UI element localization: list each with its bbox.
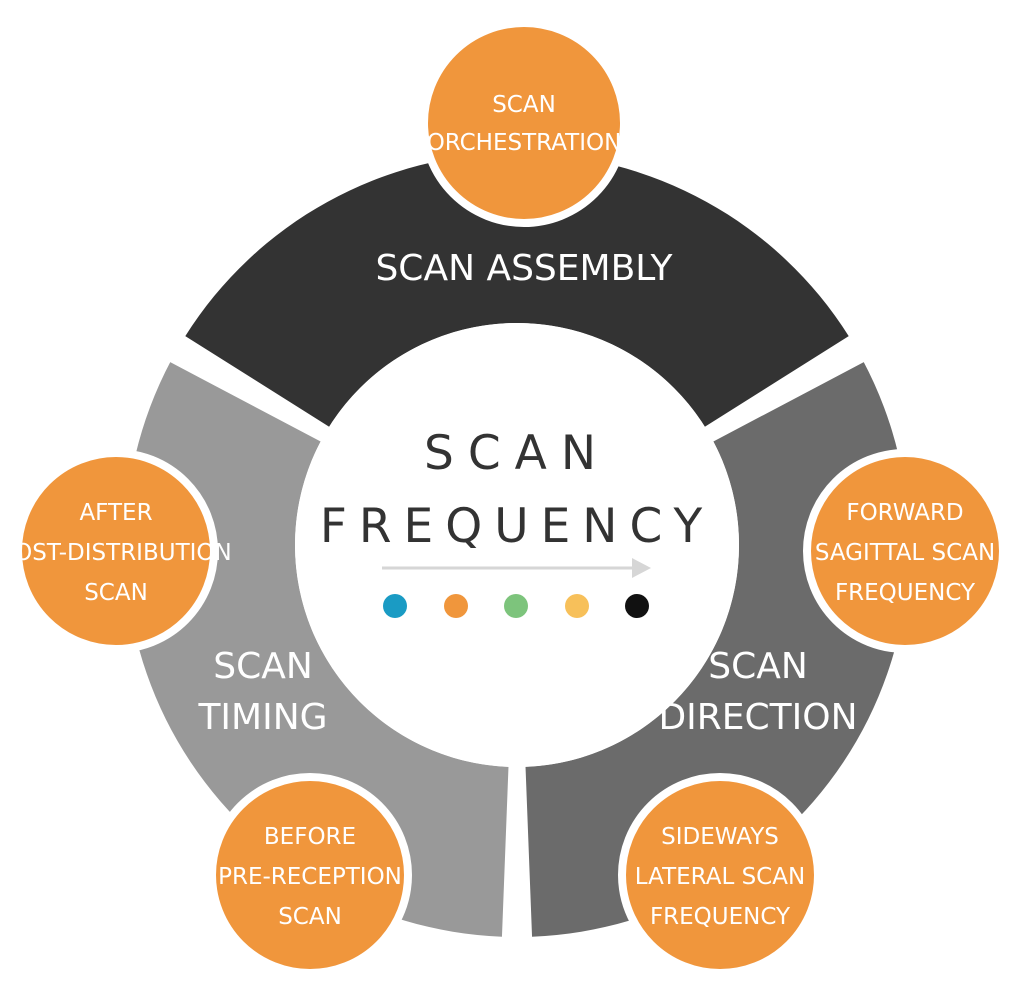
node-scan-orchestration: SCAN ORCHESTRATION: [420, 19, 628, 227]
dot-orange: [444, 594, 468, 618]
node-label: SCAN: [492, 92, 556, 118]
dot-blue: [383, 594, 407, 618]
node-label: POST-DISTRIBUTION: [0, 540, 231, 566]
node-label: PRE-RECEPTION: [218, 864, 402, 890]
arrow-head-icon: [632, 558, 651, 578]
node-label: SCAN: [278, 904, 342, 930]
node-after-post-distribution-scan: AFTER POST-DISTRIBUTION SCAN: [0, 449, 232, 653]
center-title-line2: FREQUENCY: [320, 499, 714, 554]
node-label: FREQUENCY: [650, 904, 791, 930]
node-label: SIDEWAYS: [661, 824, 779, 850]
node-label: FREQUENCY: [835, 580, 976, 606]
node-sideways-lateral-scan-frequency: SIDEWAYS LATERAL SCAN FREQUENCY: [618, 773, 822, 977]
segment-scan-assembly: [185, 153, 849, 427]
segment-label-timing-line2: TIMING: [197, 697, 327, 738]
node-label: ORCHESTRATION: [427, 130, 622, 156]
dot-green: [504, 594, 528, 618]
dot-black: [625, 594, 649, 618]
node-forward-sagittal-scan-frequency: FORWARD SAGITTAL SCAN FREQUENCY: [803, 449, 1007, 653]
node-label: LATERAL SCAN: [635, 864, 805, 890]
node-label: BEFORE: [264, 824, 356, 850]
segment-label-direction-line1: SCAN: [708, 646, 808, 687]
segment-scan-direction: [525, 362, 909, 937]
center-circle: [295, 323, 739, 767]
node-label: SCAN: [84, 580, 148, 606]
dot-yellow: [565, 594, 589, 618]
segment-label-assembly: SCAN ASSEMBLY: [375, 248, 673, 289]
node-label: SAGITTAL SCAN: [815, 540, 995, 566]
segment-label-direction-line2: DIRECTION: [658, 697, 857, 738]
segment-scan-timing: [124, 362, 509, 937]
center-title-line1: SCAN: [424, 426, 610, 481]
segment-label-timing-line1: SCAN: [213, 646, 313, 687]
node-label: AFTER: [79, 500, 152, 526]
node-before-pre-reception-scan: BEFORE PRE-RECEPTION SCAN: [208, 773, 412, 977]
node-label: FORWARD: [846, 500, 963, 526]
